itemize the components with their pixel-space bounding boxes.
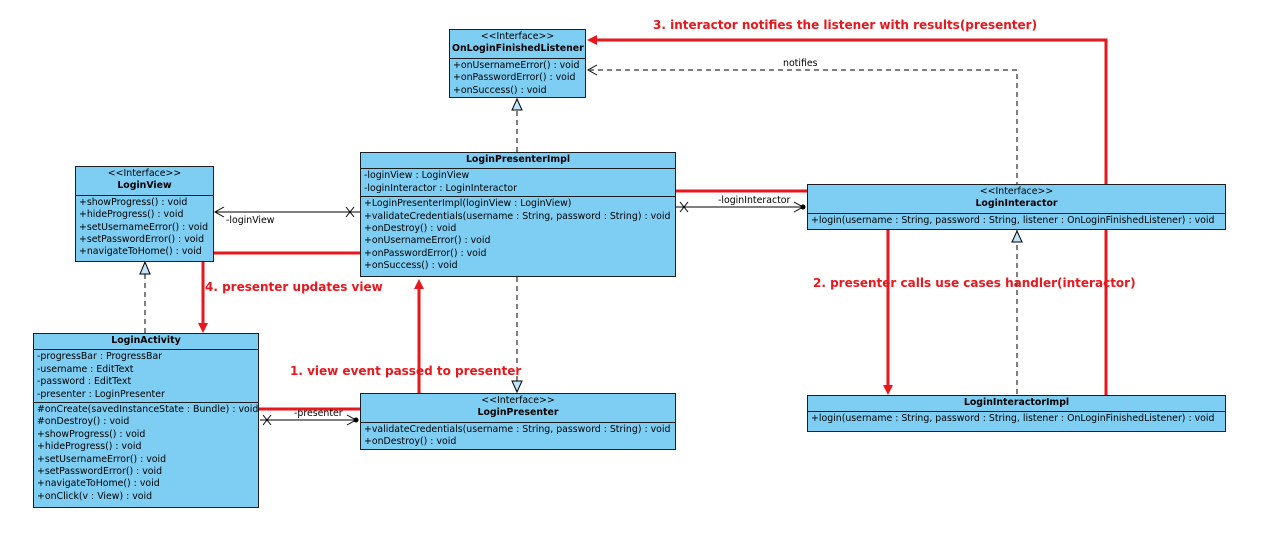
fields-section: -progressBar : ProgressBar -username : E… <box>34 350 258 404</box>
flow-step1-arrow <box>256 279 424 411</box>
stereotype-label: <<Interface>> <box>481 395 555 406</box>
class-header: LoginInteractorImpl <box>808 396 1225 413</box>
notifies-label: notifies <box>783 58 818 69</box>
field-row: -loginInteractor : LoginInteractor <box>364 182 517 194</box>
method-row: #onCreate(savedInstanceState : Bundle) :… <box>37 404 259 416</box>
methods-section: +LoginPresenterImpl(loginView : LoginVie… <box>361 197 675 273</box>
class-logininteractorimpl[interactable]: LoginInteractorImpl +login(username : St… <box>807 395 1226 432</box>
method-row: +onUsernameError() : void <box>364 235 491 247</box>
stereotype-label: <<Interface>> <box>107 168 182 179</box>
presenter-role-label: -presenter <box>294 408 343 419</box>
method-row: +setUsernameError() : void <box>79 221 209 233</box>
methods-section: +validateCredentials(username : String, … <box>361 423 675 450</box>
stereotype-label: <<Interface>> <box>979 186 1054 197</box>
method-row: +login(username : String, password : Str… <box>811 214 1215 226</box>
fields-section: -loginView : LoginView -loginInteractor … <box>361 169 675 198</box>
class-name: LoginInteractor <box>975 198 1058 210</box>
realization-interactorimpl-interactor <box>1011 229 1023 394</box>
class-header: <<Interface>> LoginInteractor <box>808 185 1225 214</box>
methods-section: +login(username : String, password : Str… <box>808 412 1225 426</box>
realization-activity-view <box>139 260 151 333</box>
method-row: +navigateToHome() : void <box>37 478 160 490</box>
method-row: +onUsernameError() : void <box>453 59 580 71</box>
class-name: LoginActivity <box>111 335 181 346</box>
method-row: +login(username : String, password : Str… <box>811 413 1215 425</box>
realization-presenterimpl-listener <box>511 97 523 152</box>
method-row: +hideProgress() : void <box>79 209 184 221</box>
method-row: +onDestroy() : void <box>364 436 457 448</box>
methods-section: +onUsernameError() : void +onPasswordErr… <box>450 59 585 98</box>
class-loginpresenter[interactable]: <<Interface>> LoginPresenter +validateCr… <box>360 393 676 450</box>
class-name: LoginPresenterImpl <box>465 154 571 165</box>
annotation-step3: 3. interactor notifies the listener with… <box>653 18 1038 32</box>
field-row: -password : EditText <box>37 376 132 388</box>
association-logininteractor <box>676 201 806 213</box>
class-header: LoginActivity <box>34 334 258 351</box>
class-name: LoginInteractorImpl <box>963 397 1070 408</box>
method-row: #onDestroy() : void <box>37 416 130 428</box>
methods-section: +login(username : String, password : Str… <box>808 214 1225 228</box>
class-name: LoginPresenter <box>477 407 559 419</box>
loginview-role-label: -loginView <box>226 215 275 226</box>
association-loginview <box>213 206 361 218</box>
method-row: +showProgress() : void <box>37 428 146 440</box>
class-loginpresenterimpl[interactable]: LoginPresenterImpl -loginView : LoginVie… <box>360 152 676 277</box>
annotation-step4: 4. presenter updates view <box>205 280 383 294</box>
method-row: +showProgress() : void <box>79 196 188 208</box>
method-row: +hideProgress() : void <box>37 441 142 453</box>
field-row: -loginView : LoginView <box>364 170 470 182</box>
logininteractor-role-label: -loginInteractor <box>718 195 791 206</box>
method-row: +navigateToHome() : void <box>79 246 202 258</box>
realization-presenterimpl-presenter <box>511 277 523 394</box>
method-row: +setPasswordError() : void <box>79 234 205 246</box>
association-presenter <box>260 414 359 426</box>
class-header: <<Interface>> LoginPresenter <box>361 394 675 423</box>
method-row: +setUsernameError() : void <box>37 453 167 465</box>
method-row: +validateCredentials(username : String, … <box>364 210 671 222</box>
class-onloginfinishedlistener[interactable]: <<Interface>> OnLoginFinishedListener +o… <box>449 29 586 98</box>
method-row: +onDestroy() : void <box>364 223 457 235</box>
field-row: -presenter : LoginPresenter <box>37 388 165 400</box>
flow-step3-arrow <box>587 35 1108 395</box>
methods-section: +showProgress() : void +hideProgress() :… <box>76 196 213 260</box>
method-row: +onSuccess() : void <box>453 84 547 96</box>
field-row: -username : EditText <box>37 363 134 375</box>
methods-section: #onCreate(savedInstanceState : Bundle) :… <box>34 403 258 504</box>
method-row: +onPasswordError() : void <box>453 72 576 84</box>
method-row: +LoginPresenterImpl(loginView : LoginVie… <box>364 198 572 210</box>
method-row: +onPasswordError() : void <box>364 247 487 259</box>
class-header: <<Interface>> LoginView <box>76 167 213 196</box>
method-row: +validateCredentials(username : String, … <box>364 423 671 435</box>
stereotype-label: <<Interface>> <box>480 31 555 42</box>
class-loginview[interactable]: <<Interface>> LoginView +showProgress() … <box>75 166 214 262</box>
method-row: +onSuccess() : void <box>364 260 458 272</box>
class-header: LoginPresenterImpl <box>361 153 675 170</box>
method-row: +setPasswordError() : void <box>37 466 163 478</box>
field-row: -progressBar : ProgressBar <box>37 351 163 363</box>
class-loginactivity[interactable]: LoginActivity -progressBar : ProgressBar… <box>33 333 259 508</box>
class-header: <<Interface>> OnLoginFinishedListener <box>450 30 585 59</box>
class-name: LoginView <box>117 180 172 192</box>
annotation-step1: 1. view event passed to presenter <box>290 364 522 378</box>
method-row: +onClick(v : View) : void <box>37 490 153 502</box>
class-name: OnLoginFinishedListener <box>452 43 584 55</box>
annotation-step2: 2. presenter calls use cases handler(int… <box>813 276 1136 290</box>
class-logininteractor[interactable]: <<Interface>> LoginInteractor +login(use… <box>807 184 1226 230</box>
